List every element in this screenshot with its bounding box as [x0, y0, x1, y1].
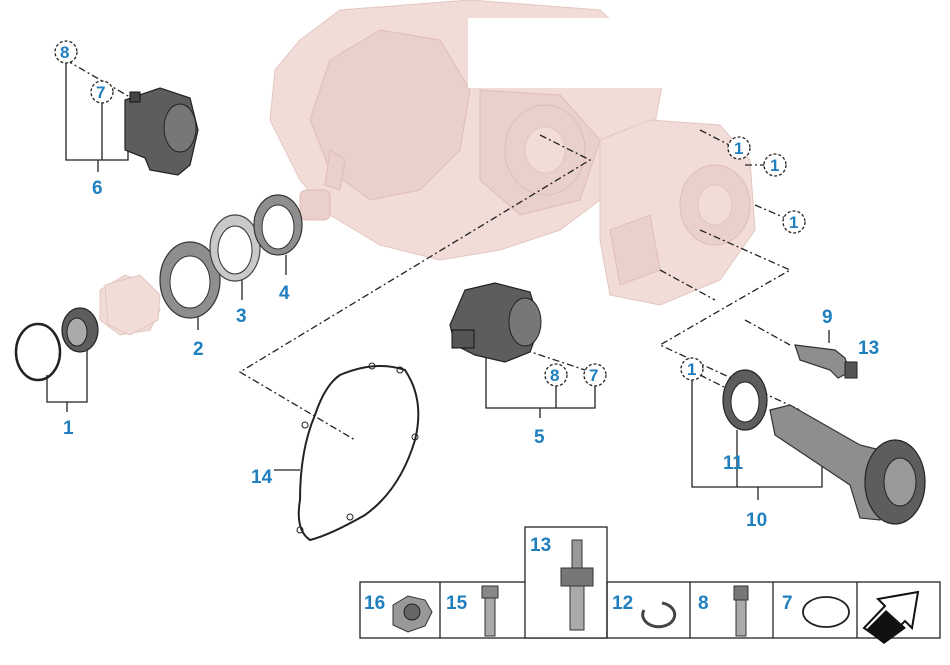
part-2-shim — [159, 241, 221, 319]
stud-bolt-icon — [560, 539, 594, 631]
transfer-case-ghost — [99, 0, 756, 336]
part-9-sensor — [794, 344, 858, 379]
plug-screw-icon — [392, 595, 433, 633]
callout-11: 11 — [723, 453, 744, 474]
circled-7-top: 7 — [96, 83, 105, 102]
table-cell-16: 16 — [364, 593, 385, 614]
fastener-table: 13 16 15 12 8 7 — [359, 526, 941, 644]
table-cell-12: 12 — [612, 593, 633, 614]
callout-4: 4 — [279, 283, 290, 304]
table-col-13: 13 — [530, 535, 551, 556]
callout-1: 1 — [63, 418, 74, 439]
part-10-output-shaft — [769, 404, 926, 525]
part-3-ring — [209, 214, 261, 282]
circled-1-c: 1 — [789, 213, 798, 232]
bolt-icon — [481, 585, 499, 637]
part-11-seal — [722, 369, 768, 431]
white-patch — [468, 18, 668, 88]
circled-7-mid: 7 — [589, 366, 598, 385]
table-cell-7: 7 — [782, 593, 793, 614]
part-6-actuator — [124, 87, 199, 176]
part-1-seal-set — [14, 307, 99, 382]
circled-8-mid: 8 — [550, 366, 559, 385]
o-ring-icon — [802, 596, 850, 628]
callouts: 1 2 3 4 5 6 9 10 11 13 14 — [63, 178, 879, 531]
table-cell-15: 15 — [446, 593, 468, 614]
callout-14: 14 — [251, 467, 273, 488]
circled-1-a: 1 — [734, 139, 743, 158]
callout-5: 5 — [534, 427, 545, 448]
part-14-gasket — [296, 362, 420, 542]
coupling-ghost — [104, 274, 161, 336]
circled-callouts: 8 7 8 7 1 1 1 1 — [54, 40, 806, 387]
callout-3: 3 — [236, 306, 247, 327]
callout-6: 6 — [92, 178, 103, 199]
circlip-icon — [641, 601, 677, 629]
part-4-ring — [253, 194, 303, 256]
callout-2: 2 — [193, 339, 204, 360]
part-5-actuator — [449, 282, 542, 363]
table-cell-8: 8 — [698, 593, 709, 614]
socket-screw-icon — [733, 585, 749, 637]
circled-8-top: 8 — [60, 43, 69, 62]
callout-13: 13 — [858, 338, 879, 359]
circled-1-b: 1 — [770, 156, 779, 175]
callout-9: 9 — [822, 307, 833, 328]
arrow-icon — [862, 590, 920, 644]
callout-10: 10 — [746, 510, 767, 531]
circled-1-d: 1 — [687, 360, 696, 379]
